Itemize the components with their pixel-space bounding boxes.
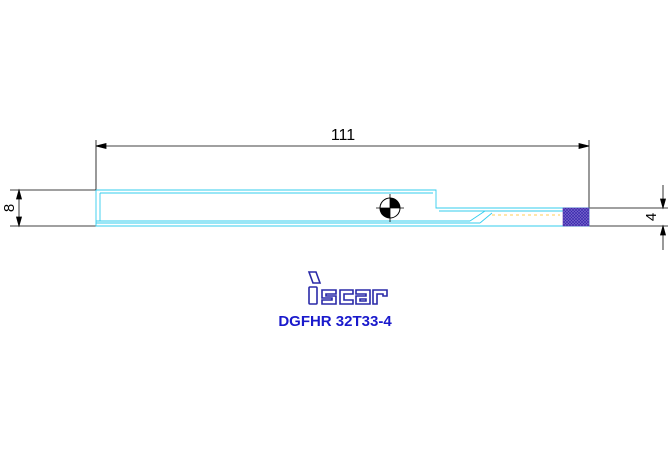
length-arrow-left (95, 142, 107, 150)
height-dimension-value: 8 (1, 204, 18, 212)
part-code: DGFHR 32T33-4 (278, 313, 392, 330)
height-arrow-top (15, 188, 23, 200)
cutting-insert (562, 207, 590, 227)
center-of-gravity-icon (376, 194, 404, 222)
tip-dimension-value: 4 (643, 213, 660, 221)
tip-arrow-bottom (659, 224, 667, 236)
height-arrow-bottom (15, 216, 23, 228)
length-arrow-right (578, 142, 590, 150)
height-dimension (10, 188, 96, 228)
blade-taper-line-2 (479, 212, 493, 224)
blade-taper-line (469, 210, 486, 222)
tip-dimension (589, 185, 668, 250)
iscar-logo-icon (307, 271, 388, 305)
length-dimension-value: 111 (331, 127, 355, 144)
tip-arrow-top (659, 198, 667, 210)
length-dimension (95, 140, 590, 208)
tool-outline (95, 189, 590, 227)
